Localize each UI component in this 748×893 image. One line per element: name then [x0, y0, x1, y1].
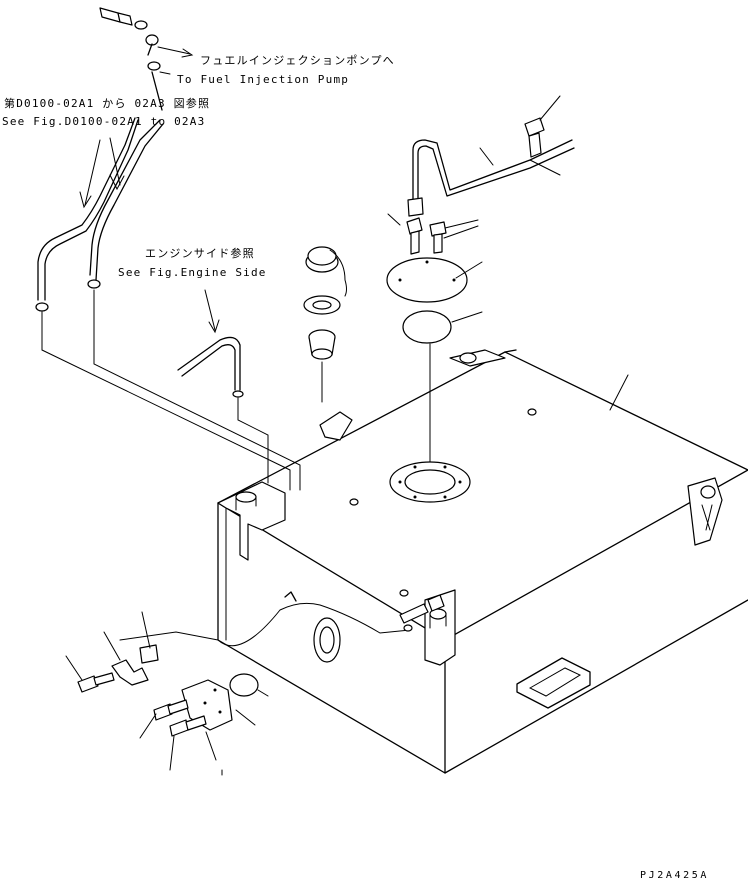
filler-cap: [303, 246, 353, 441]
fuel-pump-label-en: To Fuel Injection Pump: [177, 73, 350, 86]
drawing-code: PJ2A425A: [640, 870, 709, 881]
fuel-tank: [217, 349, 748, 774]
engine-side-pipe: [177, 289, 269, 484]
level-gauge: [217, 591, 445, 697]
fig-ref-label-ja: 第D0100-02A1 から 02A3 図参照: [4, 97, 211, 110]
leader-lines: [451, 261, 629, 411]
top-flange: [389, 461, 471, 503]
engine-side-label-ja: エンジンサイド参照: [145, 247, 255, 260]
engine-side-label-en: See Fig.Engine Side: [118, 266, 267, 279]
return-pipe: [407, 95, 575, 217]
fig-ref-label-en: See Fig.D0100-02A1 to 02A3: [2, 115, 206, 128]
gasket: [402, 310, 452, 344]
pump-fittings: [99, 7, 194, 111]
sender-unit: [65, 611, 269, 776]
cover-plate: [386, 257, 468, 303]
supply-hoses: [35, 117, 301, 491]
fuel-pump-label-ja: フュエルインジェクションポンプへ: [200, 54, 395, 67]
cover-bolts: [387, 213, 479, 255]
